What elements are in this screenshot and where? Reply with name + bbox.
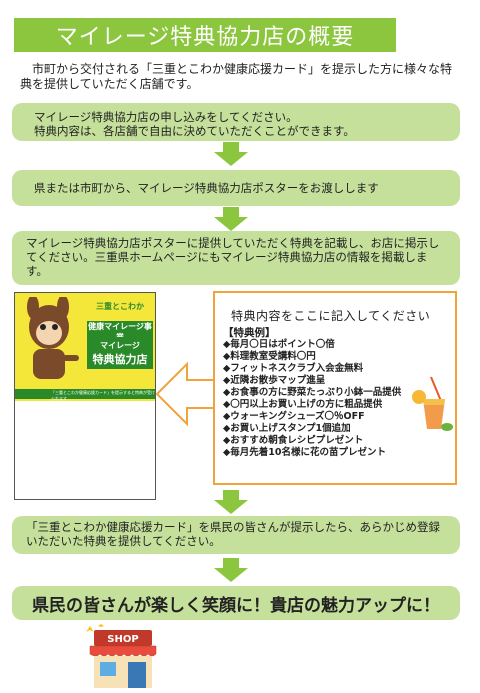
down-arrow-icon	[214, 490, 248, 514]
example-label: 【特典例】	[223, 327, 276, 339]
step-post-benefits: マイレージ特典協力店ポスターに提供していただく特典を記載し、お店に掲示してくださ…	[12, 231, 460, 285]
poster-title3-line1: マイレージ	[100, 341, 140, 350]
step-apply-line2: 特典内容は、各店舗で自由に決めていただくことができます。	[34, 124, 355, 138]
shop-sign-text: SHOP	[107, 634, 138, 645]
example-heading: 特典内容をここに記入してください	[231, 309, 431, 323]
poster-title3: マイレージ 特典協力店	[87, 337, 153, 369]
step-apply-line1: マイレージ特典協力店の申し込みをしてください。	[34, 110, 298, 124]
mascot-icon	[27, 297, 79, 379]
down-arrow-icon	[214, 207, 248, 231]
example-list: ◆毎月〇日はポイント〇倍 ◆料理教室受講料〇円 ◆フィットネスクラブ入会金無料 …	[223, 339, 401, 459]
closing-message: 県民の皆さんが楽しく笑顔に！貴店の魅力アップに！	[12, 586, 460, 620]
list-item: ◆フィットネスクラブ入会金無料	[223, 363, 364, 374]
list-item: ◆お食事の方に野菜たっぷり小鉢一品提供	[223, 387, 402, 398]
list-item: ◆お買い上げスタンプ1個追加	[223, 423, 351, 434]
down-arrow-icon	[214, 558, 248, 582]
list-item: ◆毎月先着10名様に花の苗プレゼント	[223, 447, 387, 458]
poster-title1: 三重とこわか	[96, 302, 144, 311]
benefit-example-box: 特典内容をここに記入してください 【特典例】 ◆毎月〇日はポイント〇倍 ◆料理教…	[213, 291, 457, 485]
intro-text: 市町から交付される「三重とこわか健康応援カード」を提示した方に様々な特典を提供し…	[20, 62, 453, 91]
page-title: マイレージ特典協力店の概要	[14, 18, 396, 52]
shop-icon: SHOP	[86, 624, 157, 688]
drink-icon	[412, 376, 453, 431]
list-item: ◆料理教室受講料〇円	[223, 351, 316, 362]
list-item: ◆毎月〇日はポイント〇倍	[223, 339, 335, 350]
list-item: ◆おすすめ朝食レシピプレゼント	[223, 435, 364, 446]
poster-strip-text: 「三重とこわか健康応援カード」を提示すると特典が受けられます	[51, 390, 155, 401]
step-poster-delivery: 県または市町から、マイレージ特典協力店ポスターをお渡しします	[12, 170, 460, 206]
poster-image: 三重とこわか 健康マイレージ事業 マイレージ 特典協力店 「三重とこわか健康応援…	[14, 292, 156, 500]
step-apply: マイレージ特典協力店の申し込みをしてください。 特典内容は、各店舗で自由に決めて…	[12, 103, 460, 141]
list-item: ◆ウォーキングシューズ〇％OFF	[223, 411, 365, 422]
list-item: ◆〇円以上お買い上げの方に粗品提供	[223, 399, 383, 410]
poster-title3-line2: 特典協力店	[92, 353, 148, 366]
list-item: ◆近隣お散歩マップ進呈	[223, 375, 326, 386]
step-provide-benefits: 「三重とこわか健康応援カード」を県民の皆さんが提示したら、あらかじめ登録いただい…	[12, 516, 460, 554]
down-arrow-icon	[214, 142, 248, 166]
left-arrow-icon	[155, 361, 216, 427]
poster-strip	[15, 389, 155, 399]
